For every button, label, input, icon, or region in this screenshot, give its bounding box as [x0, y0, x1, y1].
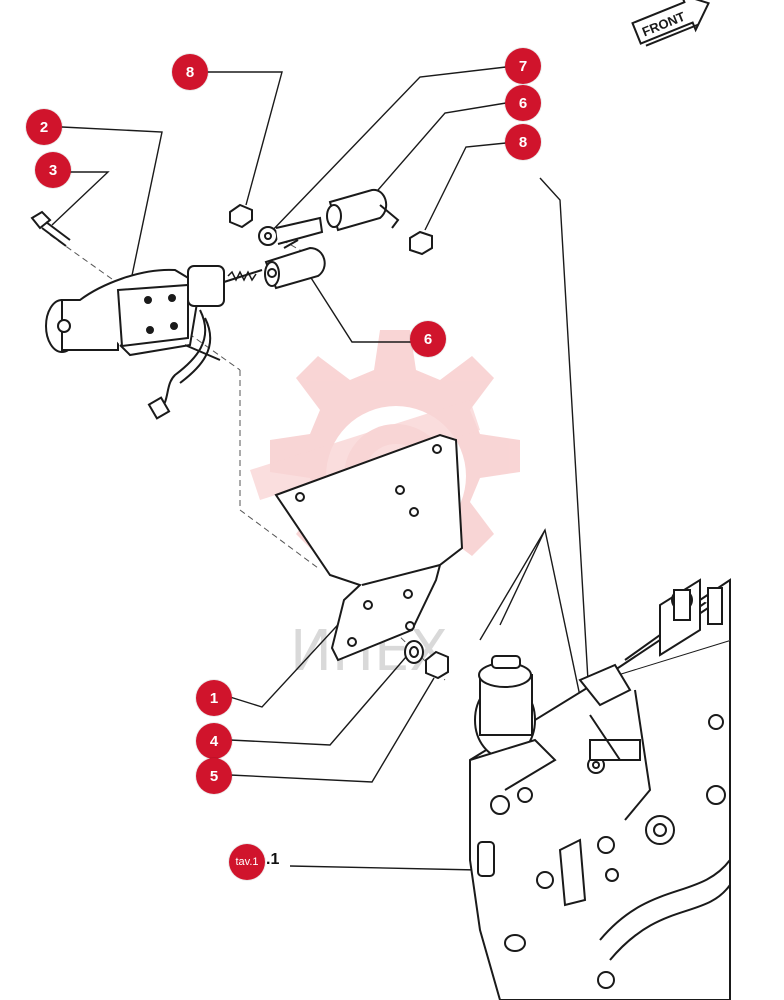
callout-2-label: 2 [39, 118, 49, 136]
callout-3[interactable]: 3 [35, 152, 71, 188]
leader-lines [51, 66, 591, 871]
callout-6-middle[interactable]: 6 [410, 321, 446, 357]
callout-tav-reference-label: tav.1 [235, 855, 259, 868]
fittings-drawing [229, 188, 433, 290]
washer-nut-drawing [404, 640, 449, 680]
callout-5-label: 5 [209, 767, 219, 785]
callout-8-top-left-label: 8 [185, 63, 195, 81]
bolt-drawing [30, 210, 71, 247]
callout-8-top-right-label: 8 [518, 133, 528, 151]
callout-1[interactable]: 1 [196, 680, 232, 716]
callout-3-label: 3 [48, 161, 58, 179]
front-arrow: FRONT [631, 0, 710, 47]
callout-7-label: 7 [518, 57, 528, 75]
callout-2[interactable]: 2 [26, 109, 62, 145]
callout-6-middle-label: 6 [423, 330, 433, 348]
callout-4-label: 4 [209, 732, 219, 750]
callout-6-top-label: 6 [518, 94, 528, 112]
injection-pump-drawing [469, 578, 731, 1000]
callout-5[interactable]: 5 [196, 758, 232, 794]
bracket-drawing [274, 433, 464, 662]
reference-suffix: .1 [266, 851, 280, 868]
callout-1-label: 1 [209, 689, 219, 707]
callout-6-top[interactable]: 6 [505, 85, 541, 121]
callout-7[interactable]: 7 [505, 48, 541, 84]
callout-tav-reference[interactable]: tav.1 [229, 844, 265, 880]
callout-4[interactable]: 4 [196, 723, 232, 759]
callout-8-top-left[interactable]: 8 [172, 54, 208, 90]
callout-8-top-right[interactable]: 8 [505, 124, 541, 160]
solenoid-drawing [45, 265, 263, 420]
